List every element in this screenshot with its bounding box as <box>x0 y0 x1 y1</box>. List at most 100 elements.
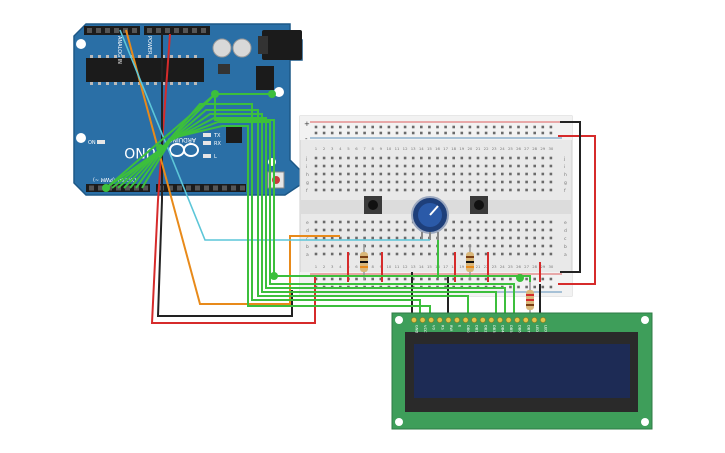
breadboard-hole <box>379 188 383 192</box>
wire-green-fan[interactable] <box>141 125 431 322</box>
breadboard-hole <box>314 252 318 256</box>
lcd-pin[interactable] <box>488 317 495 323</box>
lcd-pin[interactable] <box>522 317 529 323</box>
breadboard-row-letter: c <box>564 237 567 242</box>
breadboard-hole <box>379 236 383 240</box>
wire-orange-a0[interactable] <box>125 29 340 305</box>
wire-green-fan[interactable] <box>105 93 272 189</box>
breadboard-hole <box>484 172 488 176</box>
lcd-pin-label: RS <box>440 325 444 330</box>
breadboard-hole <box>533 228 536 232</box>
resistor-lcd-backlight[interactable] <box>526 282 534 316</box>
breadboard-hole <box>403 180 407 184</box>
breadboard-hole <box>517 220 520 224</box>
l-led <box>203 154 211 158</box>
breadboard-hole <box>484 244 488 248</box>
wire-black-rail-right[interactable] <box>560 121 581 273</box>
breadboard-column-number: 7 <box>363 146 366 151</box>
resistor-left[interactable] <box>360 244 368 280</box>
breadboard-hole <box>549 236 553 240</box>
breadboard-hole <box>492 125 496 129</box>
lcd-pin[interactable] <box>419 317 426 323</box>
chip-pin <box>162 55 165 58</box>
arduino-board[interactable]: TX RX ON L UNO ARDUINO ANALOG IN POWER D… <box>73 23 303 196</box>
lcd-pin[interactable] <box>436 317 443 323</box>
breadboard-hole <box>460 228 464 232</box>
breadboard-hole <box>533 156 536 160</box>
breadboard-hole <box>476 188 480 192</box>
breadboard-hole <box>452 164 455 168</box>
pushbutton-right[interactable] <box>470 196 488 214</box>
mounting-hole <box>274 87 284 97</box>
lcd-pin[interactable] <box>540 317 546 323</box>
breadboard-hole <box>501 188 504 192</box>
header-pin <box>204 185 209 191</box>
breadboard-column-number: 28 <box>532 146 537 151</box>
pushbutton-left[interactable] <box>364 196 382 214</box>
chip-pin <box>90 55 93 58</box>
breadboard-column-number: 21 <box>476 264 481 269</box>
lcd-pin[interactable] <box>531 317 538 323</box>
breadboard-hole <box>460 156 464 160</box>
breadboard-hole <box>347 236 350 240</box>
lcd-pin[interactable] <box>479 317 486 323</box>
breadboard-hole <box>403 236 407 240</box>
lcd-pin-label: DB1 <box>475 325 479 333</box>
breadboard-hole <box>436 131 439 135</box>
breadboard-hole <box>541 164 545 168</box>
breadboard-hole <box>509 156 512 160</box>
potentiometer[interactable] <box>411 196 449 240</box>
lcd-pin[interactable] <box>497 317 503 323</box>
breadboard-row-letter: e <box>306 221 309 226</box>
breadboard-hole <box>355 252 358 256</box>
breadboard-hole <box>452 131 455 135</box>
lcd-pin[interactable] <box>462 317 469 323</box>
chip-pin <box>130 82 133 85</box>
wire-red-rail-right[interactable] <box>558 135 596 285</box>
breadboard-hole <box>330 236 334 240</box>
breadboard-hole <box>339 228 342 232</box>
header-pin <box>143 185 148 191</box>
breadboard-hole <box>517 236 520 240</box>
wire-green-rail[interactable] <box>105 91 520 277</box>
l-label: L <box>214 154 217 160</box>
lcd-pin[interactable] <box>411 317 417 323</box>
breadboard-hole <box>330 252 334 256</box>
breadboard-hole <box>452 180 455 184</box>
breadboard-hole <box>428 252 431 256</box>
breadboard-hole <box>517 131 520 135</box>
breadboard-hole <box>549 277 553 281</box>
breadboard-hole <box>395 244 399 248</box>
breadboard-hole <box>541 172 545 176</box>
breadboard-hole <box>347 164 350 168</box>
breadboard-column-number: 18 <box>451 146 456 151</box>
wire-cyan-pot[interactable] <box>119 29 430 241</box>
breadboard-hole <box>322 172 326 176</box>
lcd-pin[interactable] <box>471 317 478 323</box>
breadboard-hole <box>501 228 504 232</box>
resistor-right[interactable] <box>466 244 474 280</box>
lcd-pin[interactable] <box>514 317 521 323</box>
lcd-pin[interactable] <box>445 317 452 323</box>
breadboard-column-number: 5 <box>347 146 350 151</box>
lcd-pin[interactable] <box>428 317 435 323</box>
breadboard-hole <box>525 164 528 168</box>
chip-pin <box>122 55 125 58</box>
breadboard-hole <box>322 164 326 168</box>
breadboard-hole <box>476 131 480 135</box>
breadboard-hole <box>363 180 366 184</box>
breadboard-hole <box>452 188 455 192</box>
breadboard-row-letter: a <box>306 253 309 258</box>
breadboard-hole <box>436 188 439 192</box>
lcd-pin-label: DB6 <box>518 325 522 333</box>
breadboard-column-number: 8 <box>371 264 374 269</box>
breadboard-hole <box>355 164 358 168</box>
breadboard-hole <box>330 277 334 281</box>
breadboard-hole <box>411 164 415 168</box>
lcd-pin[interactable] <box>454 317 460 323</box>
header-pin <box>186 185 191 191</box>
breadboard-hole <box>525 244 528 248</box>
lcd-pin[interactable] <box>505 317 512 323</box>
chip-pin <box>98 55 101 58</box>
